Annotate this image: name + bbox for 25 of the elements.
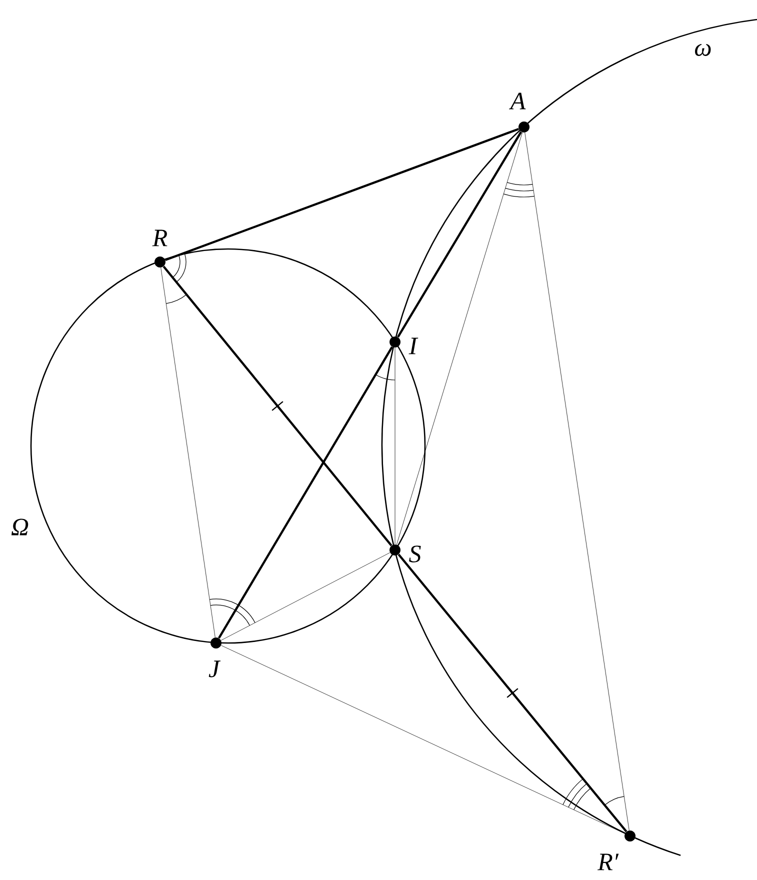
segment (396, 132, 523, 545)
node-label: R (152, 230, 168, 246)
node-label: I (408, 338, 418, 354)
point: J (208, 638, 222, 678)
segment (162, 266, 392, 546)
segment (398, 554, 628, 832)
segment (394, 348, 396, 544)
circle-label: ω (695, 44, 711, 56)
segment (218, 346, 394, 639)
node-label: S (409, 546, 421, 562)
point: R (152, 230, 168, 268)
segment (160, 267, 216, 638)
segment (220, 645, 626, 834)
node-label: J (208, 660, 221, 678)
point: S (390, 544, 421, 562)
point: I (390, 336, 418, 354)
segment (220, 552, 390, 641)
segment (164, 128, 520, 262)
point: A (509, 92, 530, 132)
segment (524, 132, 630, 831)
circle-label: Ω (12, 518, 28, 536)
node-label: A (509, 92, 526, 110)
segment (397, 131, 522, 338)
node-label: R′ (598, 854, 619, 870)
point: R′ (598, 830, 636, 870)
